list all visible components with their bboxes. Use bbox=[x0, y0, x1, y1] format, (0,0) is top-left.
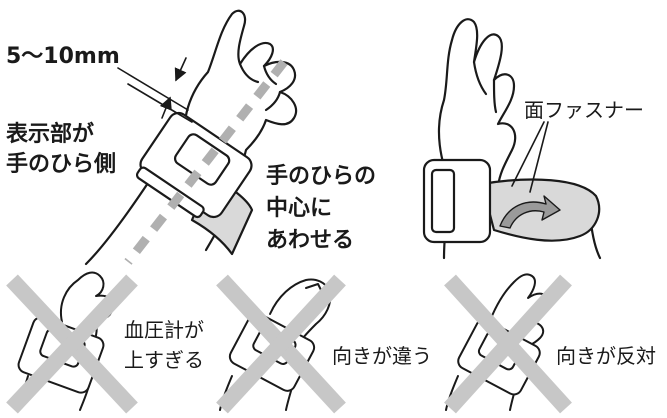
fastener-label: 面ファスナー bbox=[524, 98, 644, 122]
cross-x-icon bbox=[6, 274, 138, 414]
palm-center-guide bbox=[124, 59, 288, 265]
forearm-outline-reversed bbox=[445, 375, 459, 411]
panel-fastener bbox=[422, 18, 602, 260]
finger-crease bbox=[472, 60, 488, 96]
panel-correct-placement bbox=[84, 9, 298, 266]
finger-crease bbox=[238, 62, 260, 84]
distance-extension-line bbox=[127, 83, 193, 123]
cross-x-icon bbox=[216, 274, 346, 414]
distance-label: 5〜10mm bbox=[6, 44, 120, 69]
finger-crease bbox=[262, 64, 278, 86]
align-center-label-line1: 手のひらの bbox=[266, 164, 377, 189]
align-center-label-line2: 中心に bbox=[266, 196, 333, 221]
wrong-too-high-label-line2: 上すぎる bbox=[124, 348, 204, 372]
forearm-outline-correct bbox=[84, 178, 152, 266]
cross-x-icon bbox=[444, 274, 572, 414]
monitor-base-correct bbox=[135, 166, 205, 219]
fastener-leader-line bbox=[511, 121, 545, 187]
finger-crease bbox=[264, 90, 282, 112]
display-side-label-line1: 表示部が bbox=[6, 122, 95, 147]
finger-crease bbox=[492, 78, 498, 114]
wrong-reversed-label: 向きが反対 bbox=[556, 344, 656, 368]
wrong-direction-label: 向きが違う bbox=[332, 344, 432, 368]
distance-extension-line bbox=[117, 67, 189, 111]
fastener-leader-line bbox=[529, 121, 549, 193]
hand-outline-fastener bbox=[437, 18, 517, 192]
wrong-too-high-label-line1: 血圧計が bbox=[124, 318, 204, 342]
align-center-label-line3: あわせる bbox=[266, 228, 355, 253]
monitor-display-fastener bbox=[430, 168, 456, 234]
distance-arrow bbox=[174, 57, 187, 82]
arrow-icon bbox=[499, 195, 561, 229]
display-side-label-line2: 手のひら側 bbox=[6, 152, 117, 177]
distance-arrow bbox=[159, 96, 172, 119]
